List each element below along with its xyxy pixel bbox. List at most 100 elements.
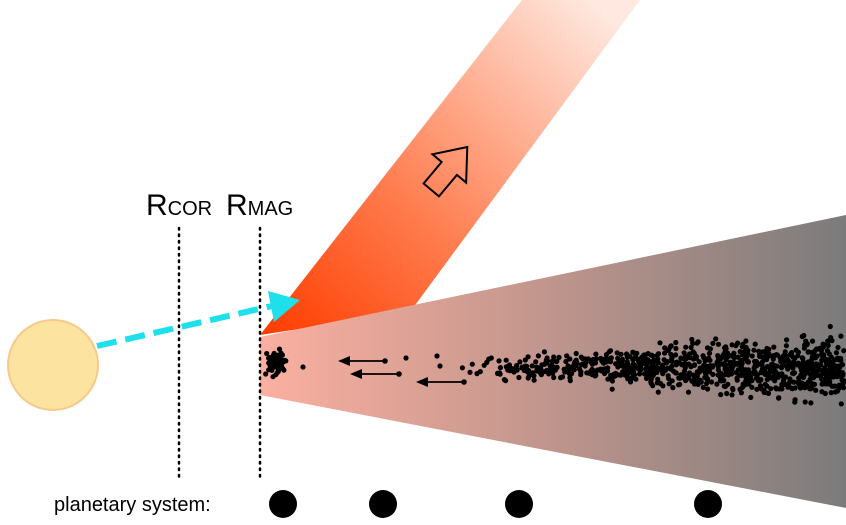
dust-particle xyxy=(749,384,755,390)
dust-particle xyxy=(673,339,679,346)
dust-particle xyxy=(657,340,663,346)
dust-particle xyxy=(836,382,842,388)
dust-particle xyxy=(608,355,614,361)
dust-particle xyxy=(785,366,791,372)
dust-particle xyxy=(609,386,615,392)
dust-particle xyxy=(708,379,715,385)
r-cor-label: RCOR xyxy=(146,189,212,222)
dust-particle xyxy=(820,341,826,347)
dust-particle xyxy=(840,385,846,391)
dust-particle xyxy=(689,378,695,384)
r-mag-label: RMAG xyxy=(226,189,293,222)
dust-particle xyxy=(683,373,689,379)
dust-particle xyxy=(743,338,749,344)
dust-particle xyxy=(666,375,672,382)
star xyxy=(7,319,99,411)
dust-particle xyxy=(801,345,808,351)
dust-particle xyxy=(631,369,637,375)
dust-particle xyxy=(690,372,697,378)
dust-particle xyxy=(573,350,579,357)
dust-particle xyxy=(731,354,737,361)
dust-particle xyxy=(818,372,824,378)
dust-particle xyxy=(791,370,798,376)
dust-particle xyxy=(749,353,755,359)
dust-particle xyxy=(683,377,689,384)
left-arrow-icon xyxy=(350,369,402,379)
dust-particle xyxy=(551,374,557,381)
dust-particle xyxy=(715,367,722,373)
dust-particle xyxy=(651,370,657,376)
dust-particle xyxy=(787,376,793,382)
dust-particle xyxy=(730,387,736,393)
dust-particle xyxy=(602,356,608,362)
dust-particle xyxy=(549,358,556,364)
dust-particle xyxy=(682,365,688,371)
dust-particle xyxy=(481,362,487,368)
left-arrow-icon xyxy=(338,356,388,366)
dust-particle xyxy=(508,366,514,372)
hollow-arrow-icon xyxy=(422,145,469,198)
dust-particle xyxy=(619,358,625,364)
dust-particle xyxy=(754,386,760,392)
dust-particle xyxy=(691,350,697,356)
dust-particle xyxy=(839,362,846,368)
dust-particle xyxy=(567,375,573,381)
dust-particle xyxy=(632,362,638,369)
dust-particle xyxy=(660,383,666,389)
dust-particle xyxy=(593,351,599,357)
dust-particle xyxy=(748,394,754,400)
dust-particle xyxy=(685,389,692,395)
dust-particle xyxy=(816,367,822,373)
dust-particle xyxy=(729,365,735,371)
dust-particle xyxy=(648,379,654,385)
dust-particle xyxy=(703,370,709,376)
dust-particle xyxy=(522,357,528,363)
dust-particle xyxy=(695,339,701,345)
dust-particle xyxy=(784,337,790,343)
dust-particle xyxy=(683,344,689,350)
dust-particle xyxy=(771,344,777,350)
dust-particle xyxy=(724,390,730,397)
dust-particle xyxy=(824,357,830,363)
dust-particle xyxy=(623,367,629,373)
dust-particle xyxy=(777,355,783,361)
dust-particle xyxy=(601,360,607,366)
dust-particle xyxy=(615,364,621,370)
dust-particle xyxy=(300,364,306,370)
dust-particle xyxy=(514,363,520,369)
dust-particle xyxy=(469,361,475,367)
dust-particle xyxy=(829,383,835,389)
dust-particle xyxy=(739,344,745,350)
dust-particle xyxy=(549,362,555,368)
dust-particle xyxy=(739,360,745,366)
dust-particle xyxy=(832,371,838,378)
dust-particle xyxy=(544,360,550,366)
dust-particle xyxy=(583,360,589,366)
dust-particle xyxy=(810,354,816,360)
dust-particle xyxy=(536,365,542,371)
accretion-arrow-shaft xyxy=(96,303,273,349)
dust-particle xyxy=(758,386,765,392)
dust-particle xyxy=(819,381,825,387)
dust-particle xyxy=(650,353,656,359)
dust-particle xyxy=(808,372,814,378)
dust-particle xyxy=(792,397,798,403)
dust-particle xyxy=(799,333,805,340)
dust-particle xyxy=(551,354,557,360)
dust-particle xyxy=(650,383,656,389)
dust-particle xyxy=(771,353,778,359)
dust-particle xyxy=(825,342,831,349)
dust-particle xyxy=(267,363,273,369)
dust-particle xyxy=(276,346,283,352)
dust-particle xyxy=(752,341,758,347)
dust-particle xyxy=(628,375,634,381)
dust-particle xyxy=(694,369,700,375)
dust-particle xyxy=(517,359,523,365)
dust-particle xyxy=(706,364,712,371)
dust-particle xyxy=(688,344,694,350)
dust-particle xyxy=(776,386,782,392)
dust-particle xyxy=(746,370,752,376)
dust-particle xyxy=(535,353,542,359)
dust-particle xyxy=(800,355,806,362)
dust-particle xyxy=(751,369,757,375)
